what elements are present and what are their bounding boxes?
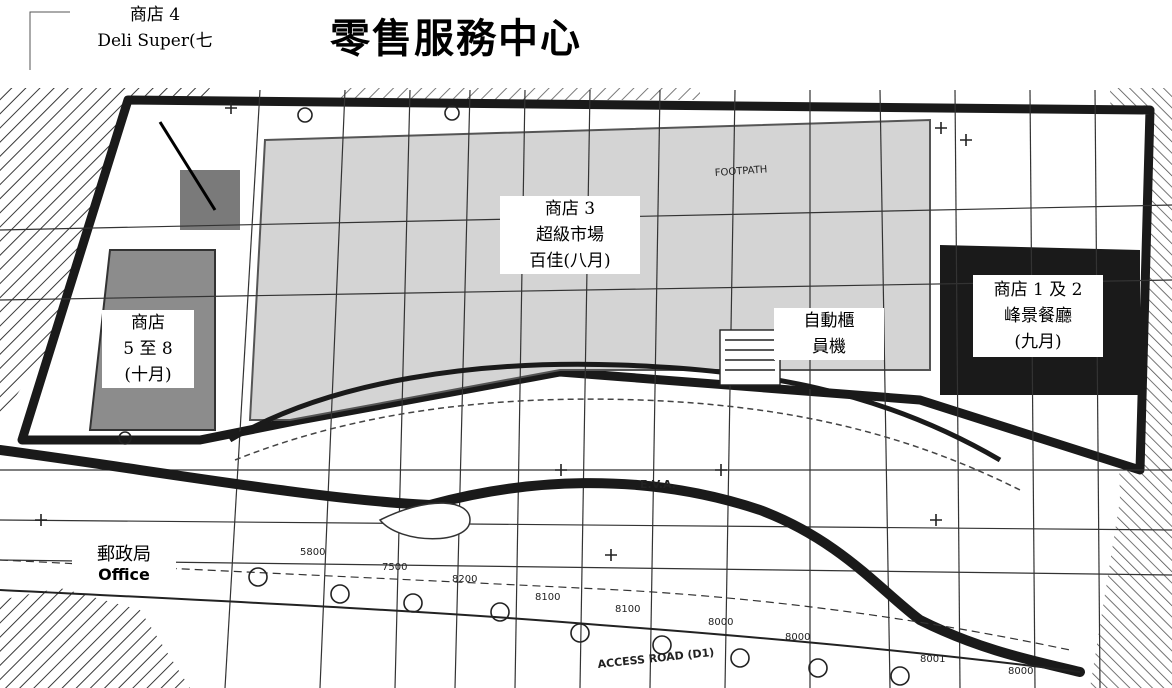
access-road-kerb <box>0 589 1081 673</box>
eva-text: E.V.A. <box>640 478 676 491</box>
label-atm-kiosk-line-1: 自動櫃 <box>803 311 855 331</box>
label-shop-1-2-line-3: (九月) <box>1014 332 1062 352</box>
svg-text:5800: 5800 <box>300 547 325 558</box>
access-road-edge <box>0 445 1085 677</box>
svg-text:8200: 8200 <box>452 574 477 585</box>
label-shop-5-8-line-3: (十月) <box>124 365 172 385</box>
label-shop-3-line-1: 商店 3 <box>544 199 596 219</box>
access-road-text: ACCESS ROAD (D1) <box>597 646 715 671</box>
access-road-centreline <box>0 559 1071 651</box>
shop4-arrow <box>158 121 217 211</box>
label-shop-5-8-line-2: 5 至 8 <box>123 339 173 359</box>
label-shop-1-2: 商店 1 及 2 峰景餐廳 (九月) <box>973 275 1103 357</box>
road-markers <box>118 105 910 686</box>
label-shop-3-line-3: 百佳(八月) <box>529 251 611 271</box>
label-shop-5-8-line-1: 商店 <box>131 313 165 333</box>
svg-text:7500: 7500 <box>382 562 407 573</box>
label-post-office-underlay: Office <box>98 568 150 582</box>
svg-text:8000: 8000 <box>785 632 810 643</box>
footpath-text: FOOTPATH <box>714 164 767 179</box>
leader-line <box>29 11 70 70</box>
level-markers <box>35 102 972 561</box>
label-post-office: 郵政局 Office <box>72 542 176 582</box>
svg-text:8100: 8100 <box>615 604 640 615</box>
label-post-office-line-1: 郵政局 <box>97 544 151 565</box>
label-shop-1-2-line-2: 峰景餐廳 <box>1004 306 1072 326</box>
label-shop-3: 商店 3 超級市場 百佳(八月) <box>500 196 640 274</box>
walkway-curve <box>228 361 1002 463</box>
hatched-ground-top <box>340 88 700 100</box>
svg-text:8000: 8000 <box>1008 666 1033 677</box>
road-island <box>378 502 471 540</box>
svg-text:8100: 8100 <box>535 592 560 603</box>
structural-grid <box>0 89 1172 688</box>
label-shop-1-2-line-1: 商店 1 及 2 <box>993 280 1083 300</box>
label-atm-kiosk: 自動櫃 員機 <box>774 308 884 360</box>
label-shop-4-line-2: Deli Super(七 <box>97 31 213 51</box>
hatched-ground-bottom-left <box>0 588 190 688</box>
label-shop-3-line-2: 超級市場 <box>536 225 604 245</box>
level-texts: 5800 7500 8200 8100 8100 8000 8000 8001 … <box>300 547 1033 677</box>
label-shop-5-8: 商店 5 至 8 (十月) <box>102 310 194 388</box>
page-title: 零售服務中心 <box>330 16 582 62</box>
label-shop-4-line-1: 商店 4 <box>129 5 181 25</box>
walkway-curve-inner <box>234 398 1021 491</box>
label-atm-kiosk-line-2: 員機 <box>812 337 846 357</box>
label-shop-4: 商店 4 Deli Super(七 <box>80 2 230 54</box>
svg-text:8000: 8000 <box>708 617 733 628</box>
escalator <box>719 329 781 386</box>
svg-text:8001: 8001 <box>920 654 945 665</box>
